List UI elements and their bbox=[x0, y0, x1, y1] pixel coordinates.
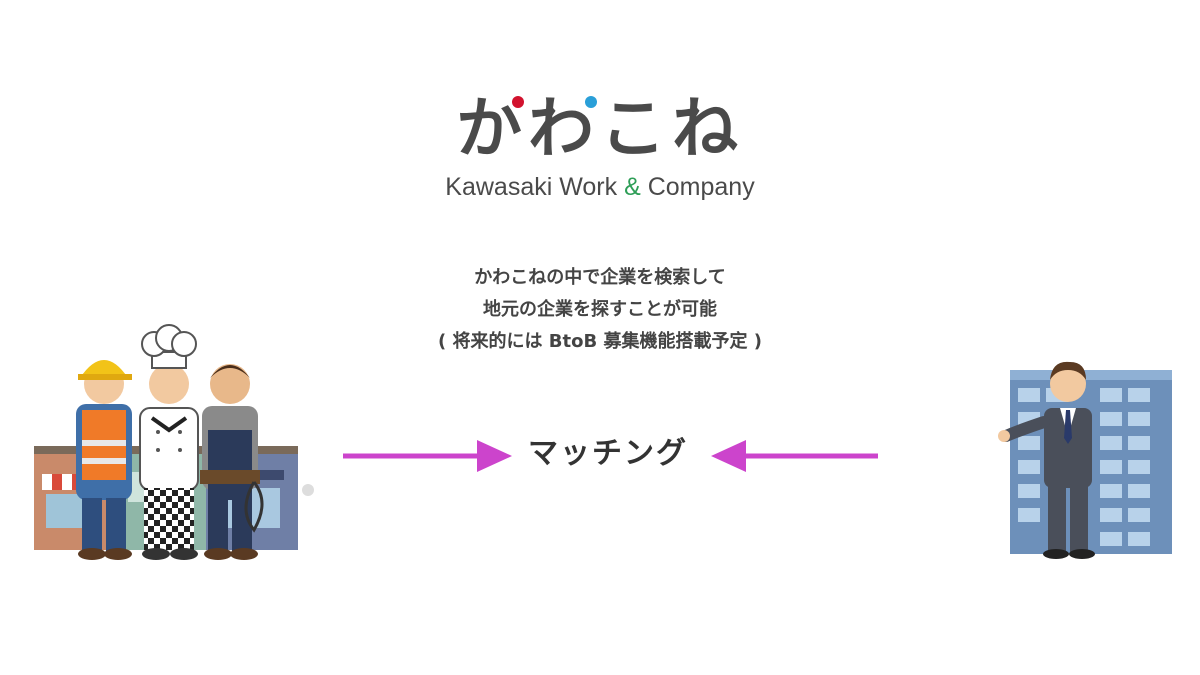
logo-title: かわこね bbox=[456, 90, 744, 167]
matching-label: マッチング bbox=[528, 436, 688, 471]
description-line-2: 地元の企業を探すことが可能 bbox=[483, 299, 717, 320]
logo-blue-dot bbox=[585, 96, 597, 108]
description-line-1: かわこねの中で企業を検索して bbox=[474, 267, 726, 288]
arrow-right-icon bbox=[343, 440, 512, 472]
description-line-3: ( 将来的には BtoB 募集機能搭載予定 ) bbox=[438, 331, 762, 352]
arrow-left-icon bbox=[711, 440, 878, 472]
logo-subtitle: Kawasaki Work & Company bbox=[445, 173, 755, 201]
businessman-office-illustration bbox=[998, 361, 1172, 559]
local-workers-illustration bbox=[34, 324, 314, 560]
logo-red-dot bbox=[512, 96, 524, 108]
logo: かわこね Kawasaki Work & Company bbox=[400, 88, 800, 208]
logo-ampersand: & bbox=[624, 173, 641, 201]
description: かわこねの中で企業を検索して 地元の企業を探すことが可能 ( 将来的には Bto… bbox=[300, 262, 900, 358]
